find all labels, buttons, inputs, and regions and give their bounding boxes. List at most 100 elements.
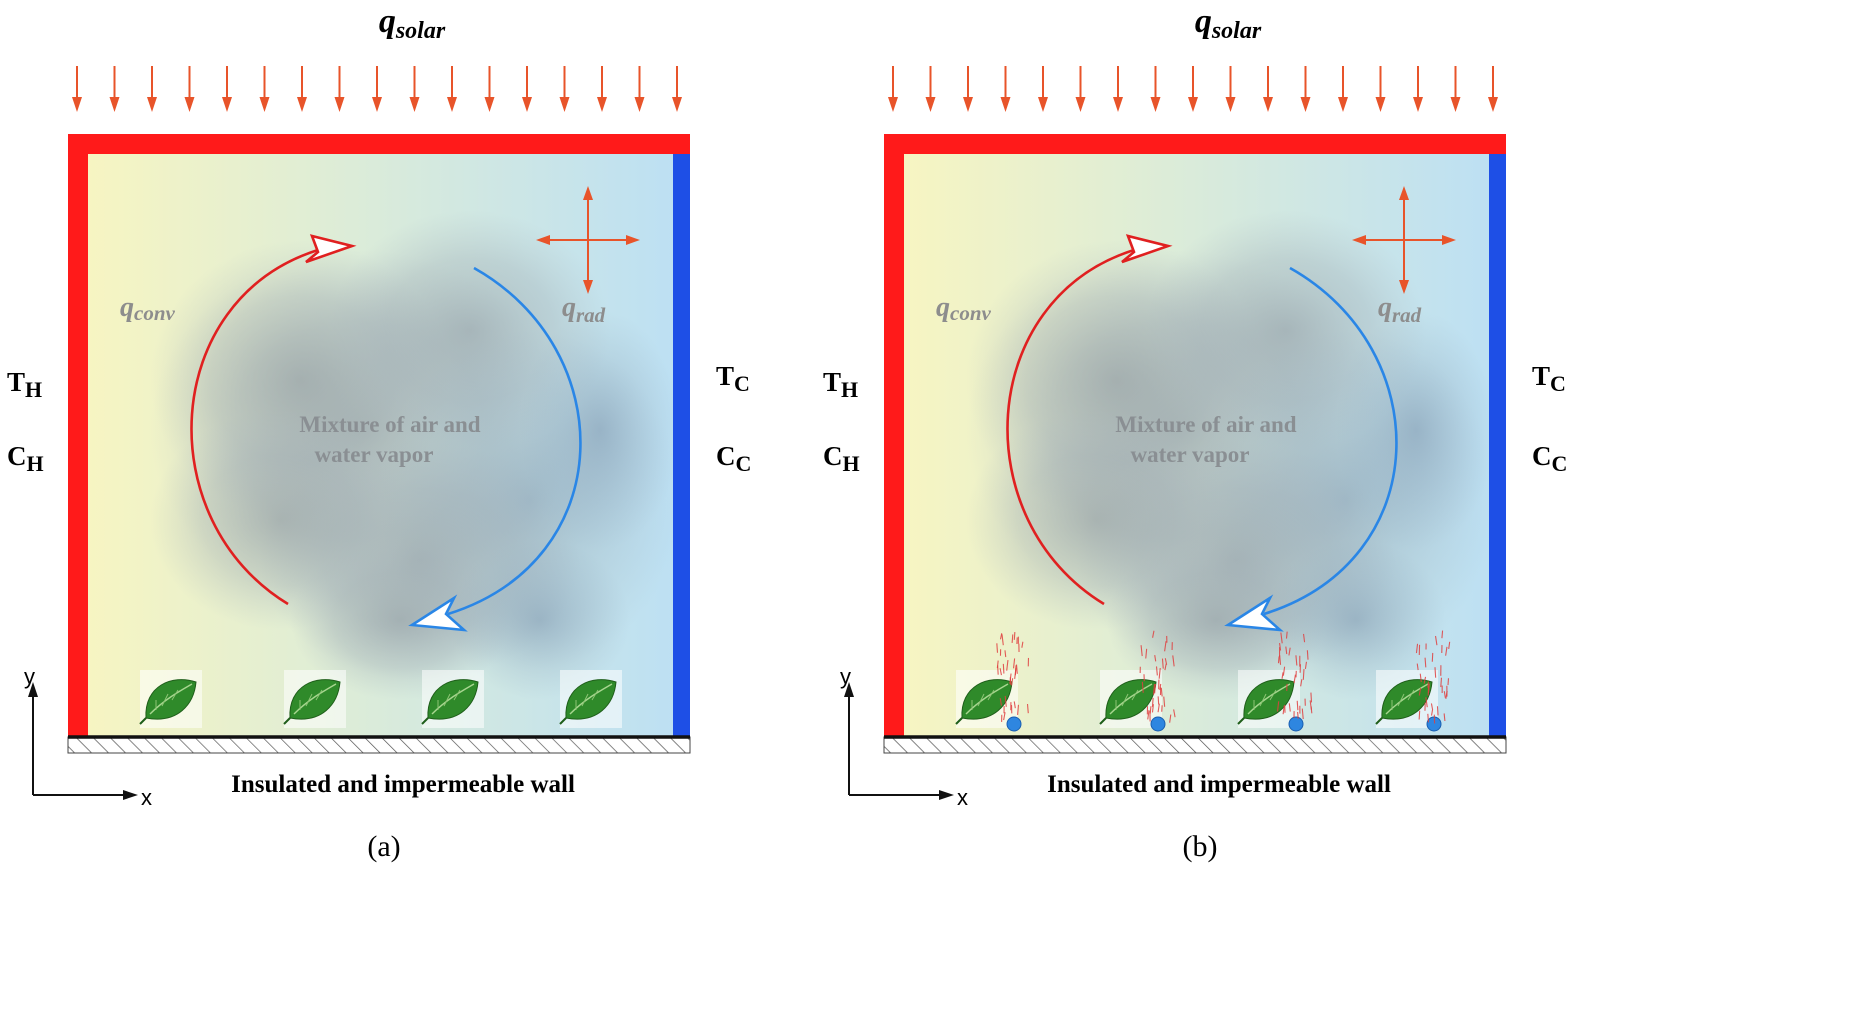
x-axis-label: x: [141, 785, 152, 810]
solar-arrow: [447, 66, 457, 112]
leaf-icon: [1099, 630, 1176, 732]
water-droplet: [1006, 716, 1022, 732]
radiation-arrow: [1224, 266, 1398, 632]
solar-arrows: [888, 66, 1498, 112]
axes: y x: [840, 664, 968, 810]
bottom-wall-label: Insulated and impermeable wall: [231, 771, 575, 798]
solar-arrow: [1413, 66, 1423, 112]
right-cold-wall: [673, 154, 690, 736]
insulated-bottom-wall: [67, 736, 691, 754]
solar-arrow: [963, 66, 973, 112]
leaf-icon: [1237, 631, 1313, 732]
leaves: [955, 630, 1451, 732]
solar-arrow: [184, 66, 195, 112]
cold-concentration-label: CC: [716, 441, 751, 476]
y-axis-label: y: [24, 664, 35, 689]
mixture-label-line2: water vapor: [1130, 442, 1249, 467]
leaf-icon: [283, 670, 346, 728]
solar-arrow: [1488, 66, 1498, 112]
solar-arrow: [888, 66, 898, 112]
evaporation-dashes: [1276, 631, 1313, 720]
solar-arrow: [409, 66, 420, 112]
evaporation-dashes: [1415, 630, 1451, 724]
convection-arrowhead: [305, 234, 357, 264]
hot-concentration-label: CH: [7, 441, 44, 476]
convection-arrow: [190, 234, 357, 606]
mixture-label-line1: Mixture of air and: [299, 412, 480, 437]
solar-arrow: [297, 66, 307, 112]
radiation-label: qrad: [1378, 292, 1422, 327]
solar-arrow: [672, 66, 682, 112]
solar-arrow: [1000, 66, 1011, 112]
hot-concentration-label: CH: [823, 441, 860, 476]
top-hot-wall: [884, 134, 1506, 154]
panel-a: qsolar qconv qrad Mixture of air and wat…: [7, 3, 751, 863]
solar-arrow: [1075, 66, 1086, 112]
solar-arrows: [72, 66, 682, 112]
solar-arrow: [1188, 66, 1198, 112]
leaf-icon: [955, 632, 1030, 732]
vapor-blob: [1266, 540, 1446, 700]
vapor-blob: [290, 540, 510, 700]
solar-arrow: [1338, 66, 1348, 112]
solar-arrow: [222, 66, 232, 112]
radiation-arrowhead: [1224, 594, 1284, 632]
panel-b: qsolar qconv qrad Mixture of air and wat…: [823, 3, 1567, 863]
solar-arrow: [634, 66, 645, 112]
solar-arrow: [334, 66, 345, 112]
convection-arc: [1006, 248, 1135, 606]
top-hot-wall: [68, 134, 690, 154]
vapor-cloud: [150, 210, 680, 700]
radiation-arc: [1263, 266, 1398, 616]
bottom-wall-label: Insulated and impermeable wall: [1047, 771, 1391, 798]
vapor-blob: [1106, 540, 1326, 700]
left-hot-wall: [68, 134, 88, 736]
x-axis-label: x: [957, 785, 968, 810]
solar-arrow: [1150, 66, 1161, 112]
cold-temperature-label: TC: [716, 361, 750, 396]
solar-arrow: [147, 66, 157, 112]
cold-concentration-label: CC: [1532, 441, 1567, 476]
radiation-arc: [447, 266, 582, 616]
solar-flux-label: qsolar: [379, 3, 446, 44]
solar-arrow: [925, 66, 936, 112]
solar-arrow: [372, 66, 382, 112]
water-droplet: [1150, 716, 1166, 732]
solar-arrow: [1225, 66, 1236, 112]
convection-label: qconv: [936, 292, 992, 325]
vapor-blob: [520, 310, 680, 550]
solar-flux-label: qsolar: [1195, 3, 1262, 44]
water-droplet: [1288, 716, 1304, 732]
convection-label: qconv: [120, 292, 176, 325]
mixture-label-line1: Mixture of air and: [1115, 412, 1296, 437]
solar-arrow: [559, 66, 570, 112]
leaves: [139, 670, 622, 728]
radiation-scatter-arrows: [1352, 186, 1456, 294]
axes: y x: [24, 664, 152, 810]
convection-arrowhead: [1121, 234, 1173, 264]
convection-arrow: [1006, 234, 1173, 606]
vapor-cloud: [966, 210, 1496, 700]
solar-arrow: [1450, 66, 1461, 112]
solar-arrow: [1263, 66, 1273, 112]
right-cold-wall: [1489, 154, 1506, 736]
leaf-icon: [559, 670, 622, 728]
solar-arrow: [1300, 66, 1311, 112]
convection-arc: [190, 248, 319, 606]
evaporation-dashes: [1139, 630, 1176, 723]
radiation-arrowhead: [408, 594, 468, 632]
leaf-icon: [1375, 630, 1451, 732]
panel-caption: (b): [1183, 830, 1218, 863]
solar-arrow: [522, 66, 532, 112]
y-axis-label: y: [840, 664, 851, 689]
solar-arrow: [109, 66, 120, 112]
panel-caption: (a): [367, 830, 400, 863]
solar-arrow: [1038, 66, 1048, 112]
radiation-arrow: [408, 266, 582, 632]
vapor-blob: [1336, 310, 1496, 550]
solar-arrow: [597, 66, 607, 112]
left-hot-wall: [884, 134, 904, 736]
hot-temperature-label: TH: [7, 367, 42, 402]
